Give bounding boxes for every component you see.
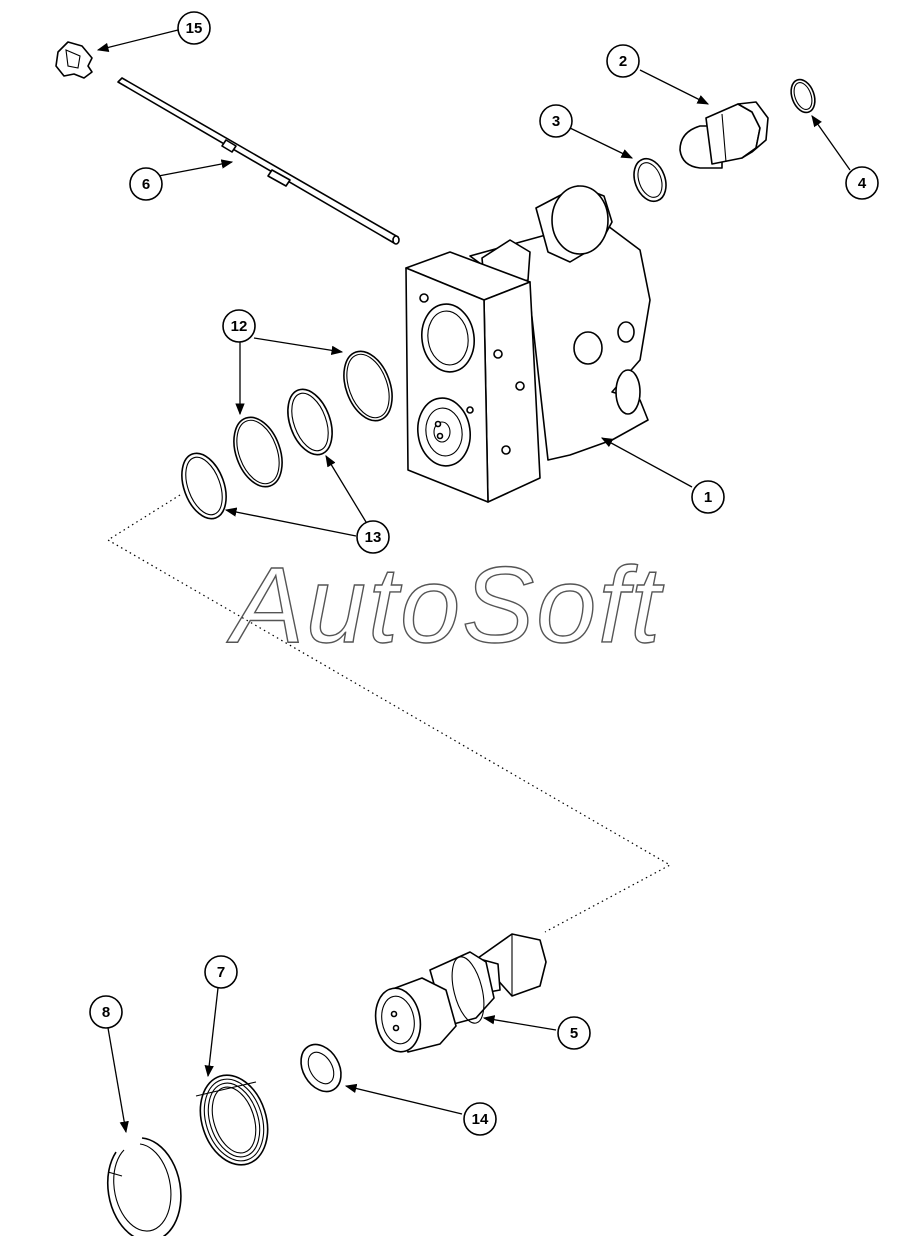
callout-7: 7 bbox=[204, 955, 238, 989]
callout-5: 5 bbox=[557, 1016, 591, 1050]
callout-14: 14 bbox=[463, 1102, 497, 1136]
watermark-text: AutoSoft bbox=[226, 544, 664, 665]
callout-14-label: 14 bbox=[472, 1111, 489, 1128]
part-1-valve-body bbox=[405, 185, 651, 503]
callout-7-label: 7 bbox=[217, 964, 225, 981]
part-6-rod bbox=[117, 77, 400, 245]
leader-lines bbox=[96, 29, 851, 1134]
part-8-snap-ring bbox=[106, 1137, 182, 1236]
callout-12-label: 12 bbox=[231, 318, 248, 335]
callout-2-label: 2 bbox=[619, 53, 627, 70]
callout-13-label: 13 bbox=[365, 529, 382, 546]
part-12-ring-lower bbox=[233, 416, 283, 488]
callout-3-label: 3 bbox=[552, 113, 560, 130]
assembly-path-dotted-line bbox=[106, 494, 672, 933]
callout-4: 4 bbox=[845, 166, 879, 200]
callout-8-label: 8 bbox=[102, 1004, 110, 1021]
part-3-ring bbox=[633, 157, 667, 203]
callout-15-label: 15 bbox=[186, 20, 203, 37]
part-5-spool bbox=[374, 933, 547, 1053]
part-15-clip bbox=[55, 41, 93, 79]
callout-6-label: 6 bbox=[142, 176, 150, 193]
callout-2: 2 bbox=[606, 44, 640, 78]
callout-13: 13 bbox=[356, 520, 390, 554]
part-7-spring bbox=[195, 1074, 269, 1166]
callout-3: 3 bbox=[539, 104, 573, 138]
callout-15: 15 bbox=[177, 11, 211, 45]
part-12-ring-upper bbox=[343, 350, 393, 422]
callout-5-label: 5 bbox=[570, 1025, 578, 1042]
callout-8: 8 bbox=[89, 995, 123, 1029]
part-2-fitting bbox=[679, 101, 769, 169]
part-13-ring-upper bbox=[287, 388, 333, 456]
callout-1: 1 bbox=[691, 480, 725, 514]
callout-4-label: 4 bbox=[858, 175, 867, 192]
callout-12: 12 bbox=[222, 309, 256, 343]
callout-6: 6 bbox=[129, 167, 163, 201]
part-4-ring bbox=[790, 78, 816, 114]
callout-1-label: 1 bbox=[704, 489, 712, 506]
part-14-washer bbox=[300, 1043, 342, 1093]
part-13-ring-lower bbox=[181, 452, 227, 520]
